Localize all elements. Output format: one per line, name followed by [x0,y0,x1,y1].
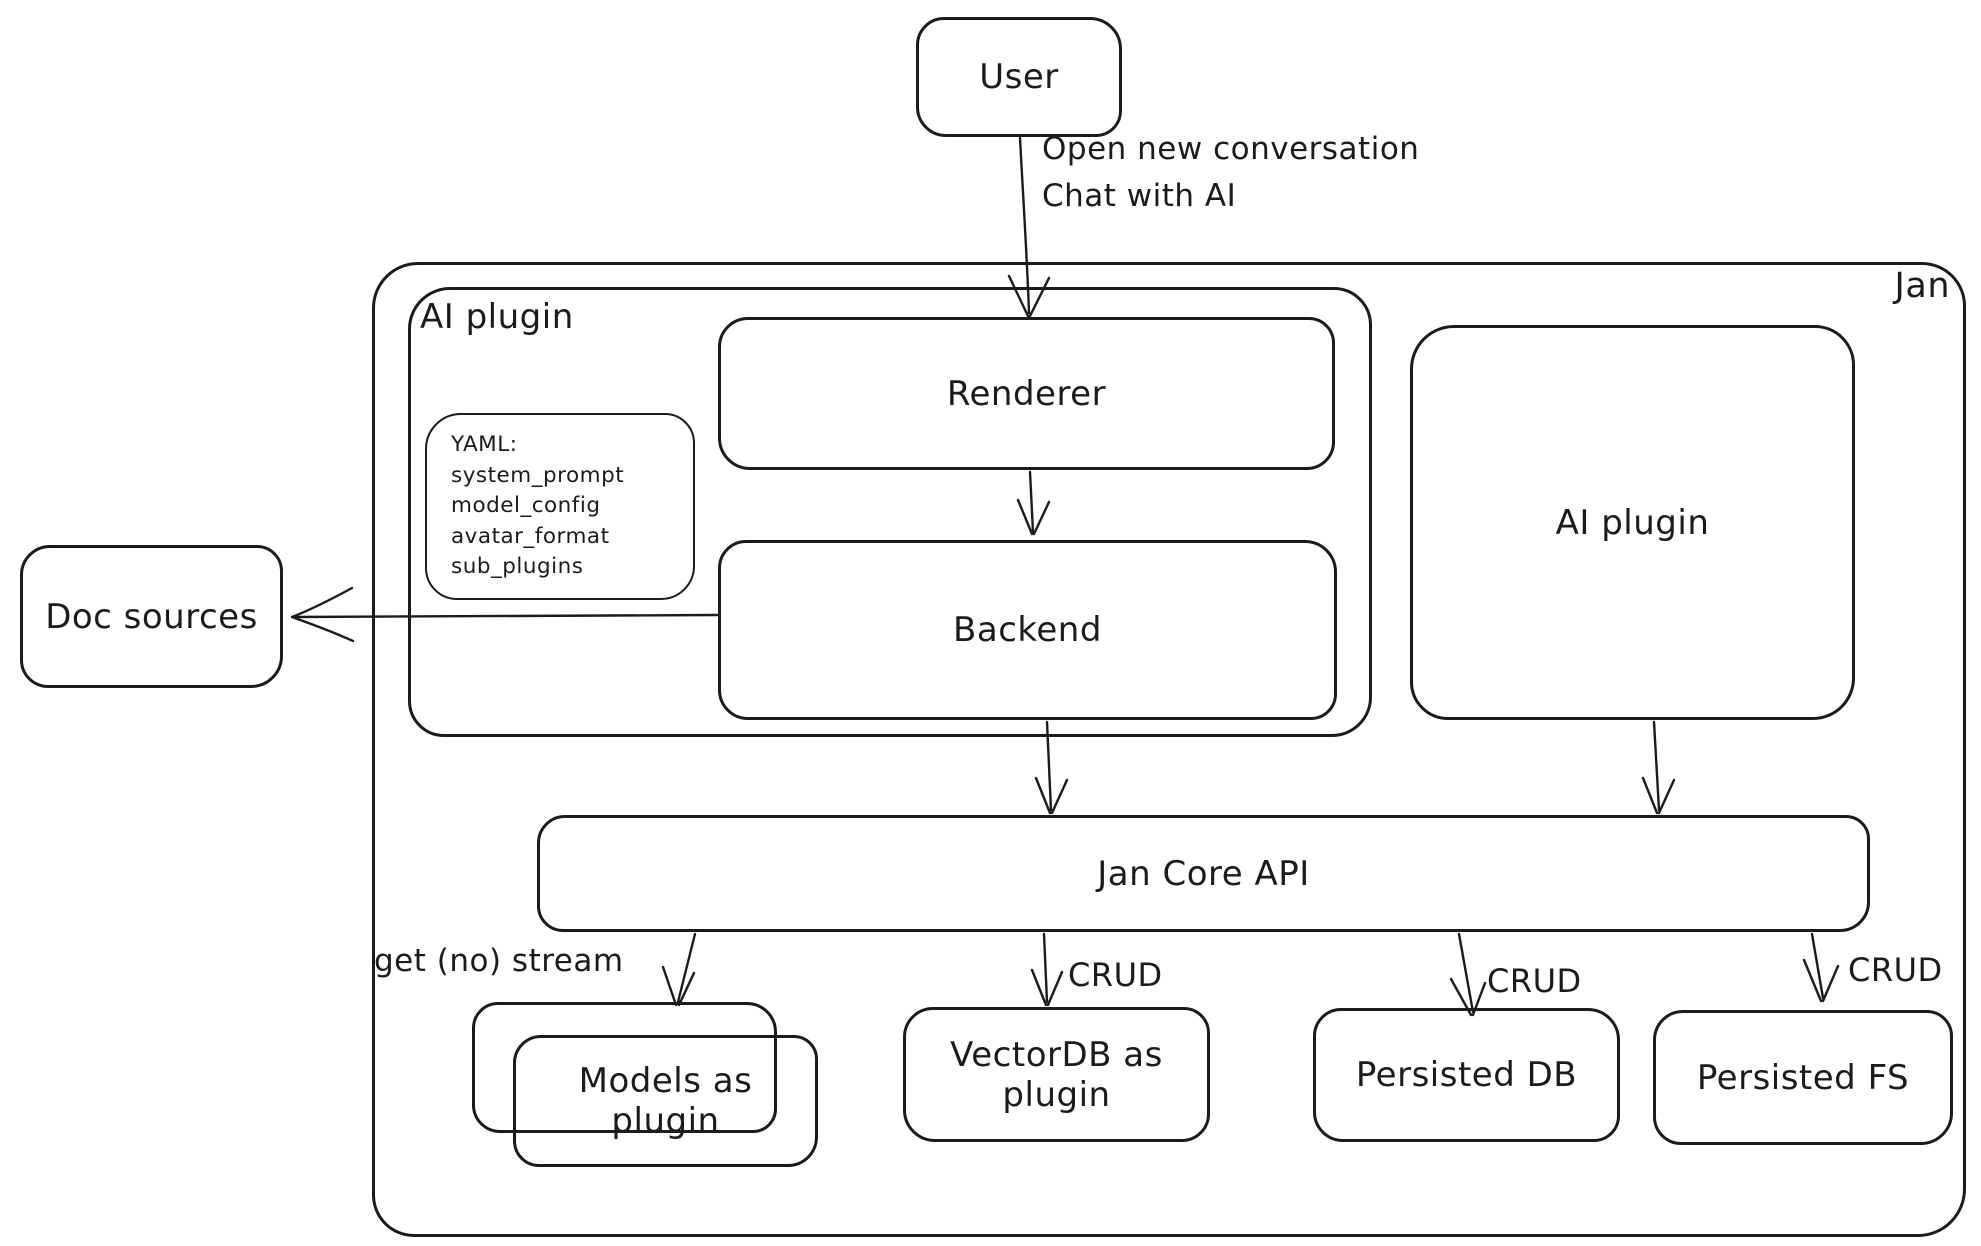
jan-system-label: Jan [1894,266,1950,306]
user-edge-label-line1: Open new conversation [1042,131,1420,167]
yaml-note-line: avatar_format [451,523,610,549]
yaml-note-line: sub_plugins [451,554,584,580]
renderer-node[interactable]: Renderer [718,317,1335,470]
crud-persisted-fs-edge-label: CRUD [1848,951,1943,989]
ai-plugin-node-label: AI plugin [1555,502,1710,543]
models-plugin-node-label: Models as plugin [578,1061,753,1141]
ai-plugin-node[interactable]: AI plugin [1410,325,1855,720]
vectordb-plugin-node-label: VectorDB as plugin [950,1034,1163,1115]
crud-persisted-db-edge-label: CRUD [1487,962,1582,1000]
user-node[interactable]: User [916,17,1122,137]
jan-core-api-node[interactable]: Jan Core API [537,815,1870,932]
models-plugin-node-back[interactable] [472,1002,777,1133]
jan-core-api-node-label: Jan Core API [1097,853,1310,894]
user-edge-label: Open new conversation Chat with AI [1042,126,1419,219]
yaml-note-title: YAML: [451,432,518,458]
user-edge-label-line2: Chat with AI [1042,177,1237,214]
backend-node-label: Backend [953,610,1102,650]
crud-vectordb-edge-label: CRUD [1068,956,1163,994]
vectordb-plugin-node[interactable]: VectorDB as plugin [903,1007,1210,1142]
user-node-label: User [979,57,1059,97]
doc-sources-node-label: Doc sources [45,596,258,637]
backend-node[interactable]: Backend [718,540,1337,720]
persisted-fs-node[interactable]: Persisted FS [1653,1010,1953,1145]
yaml-note-text: YAML: system_prompt model_config avatar_… [427,430,693,583]
yaml-note[interactable]: YAML: system_prompt model_config avatar_… [425,413,695,600]
ai-plugin-container[interactable] [408,287,1372,737]
ai-plugin-container-label: AI plugin [420,297,574,337]
persisted-fs-node-label: Persisted FS [1696,1057,1910,1098]
doc-sources-node[interactable]: Doc sources [20,545,283,688]
yaml-note-line: system_prompt [451,462,625,488]
persisted-db-node-label: Persisted DB [1355,1055,1578,1095]
models-plugin-node[interactable]: Models as plugin [513,1035,818,1167]
yaml-note-line: model_config [451,493,601,519]
get-stream-edge-label: get (no) stream [374,943,624,979]
persisted-db-node[interactable]: Persisted DB [1313,1008,1620,1142]
jan-system-container[interactable] [372,262,1966,1237]
renderer-node-label: Renderer [946,373,1107,414]
